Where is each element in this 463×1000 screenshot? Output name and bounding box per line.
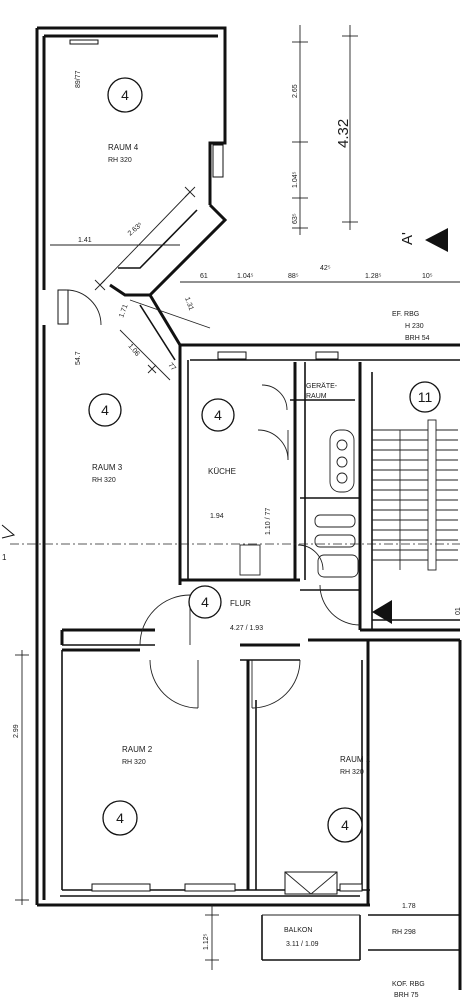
dim-432: 4.32 (335, 119, 352, 148)
annotation-labels: EF. RBG H 230 BRH 54 RH 298 KOF. RBG BRH… (2, 232, 430, 999)
dim-63: 63⁵ (292, 213, 299, 224)
section-a-arrow (425, 228, 448, 252)
window-raum4-top (69, 39, 99, 45)
room-number-circles: 4 4 4 4 4 4 11 (88, 77, 441, 843)
room-circle-kueche (201, 398, 235, 432)
door-raum2 (149, 659, 199, 709)
room-number-raum3: 4 (101, 402, 109, 418)
label-raum1: RAUM 1 (340, 755, 371, 764)
dim-547: 54.7 (75, 351, 82, 365)
dim-131: 1.31 (183, 296, 194, 311)
label-raum4: RAUM 4 (108, 143, 139, 152)
room-number-raum2: 4 (116, 810, 124, 826)
staircase (372, 419, 458, 571)
dim-77: 77 (166, 362, 176, 373)
dim-01: 01 (455, 607, 462, 615)
label-section-a: A' (399, 232, 416, 245)
dim-61: 61 (200, 273, 208, 280)
label-raum2: RAUM 2 (122, 745, 153, 754)
outer-walls (35, 26, 370, 907)
room-circle-raum4 (107, 77, 143, 113)
label-geraeteraum-1: GERÄTE- (306, 382, 338, 390)
dim-110: 1.10 / 77 (265, 508, 272, 535)
room-circle-raum3 (88, 393, 122, 427)
label-section-1: 1 (2, 553, 7, 562)
label-kueche: KÜCHE (208, 467, 236, 476)
size-flur: 4.27 / 1.93 (230, 625, 263, 632)
label-brh75: BRH 75 (394, 992, 419, 999)
window-kitchen-top (217, 351, 247, 360)
window-raum2-bottom (91, 883, 151, 892)
stair-circle (409, 381, 441, 413)
label-balkon: BALKON (284, 927, 312, 934)
dim-194: 1.94 (210, 513, 224, 520)
dim-104: 1.04⁵ (292, 171, 299, 188)
room-labels: RAUM 4 RH 320 RAUM 3 RH 320 KÜCHE GERÄTE… (92, 143, 371, 948)
label-kof-rbg: KOF. RBG (392, 981, 425, 988)
room-circle-flur (188, 585, 222, 619)
label-geraeteraum-2: RAUM (306, 393, 327, 400)
section-arrow-2 (372, 600, 392, 624)
door-raum3 (65, 289, 102, 326)
section-line (1, 228, 460, 624)
door-stair (319, 584, 361, 626)
dim-88: 88⁵ (288, 273, 299, 280)
room-circle-raum1 (327, 807, 363, 843)
kitchen-counter (239, 544, 261, 576)
window-raum2-bottom-2 (184, 883, 236, 892)
dim-171: 1.71 (118, 303, 129, 318)
dim-8977: 89/77 (75, 70, 82, 88)
room-number-flur: 4 (201, 594, 209, 610)
dimension-labels: 4.32 2.65 1.04⁵ 63⁵ 1.41 2.63⁵ 1.71 1.31… (13, 70, 462, 950)
dim-178: 1.78 (402, 903, 416, 910)
height-raum4: RH 320 (108, 157, 132, 164)
label-ef-rbg: EF. RBG (392, 311, 419, 318)
stair-number: 11 (418, 389, 433, 405)
dim-10: 10⁵ (422, 273, 433, 280)
label-brh54: BRH 54 (405, 335, 430, 342)
room-circle-raum2 (102, 800, 138, 836)
room-number-raum4: 4 (121, 87, 129, 103)
door-raum1 (251, 659, 301, 709)
label-rh298: RH 298 (392, 929, 416, 936)
label-flur: FLUR (230, 599, 251, 608)
window-bath-top (315, 351, 339, 360)
door-flur-left (139, 594, 191, 646)
height-raum3: RH 320 (92, 477, 116, 484)
dim-112: 1.12⁵ (203, 933, 210, 950)
door-geraeteraum (261, 384, 288, 411)
bathroom-fixtures (239, 429, 359, 578)
windows (57, 39, 363, 895)
dim-128: 1.28⁵ (365, 273, 382, 280)
dim-265: 2.65 (292, 84, 299, 98)
dim-263: 2.63⁵ (127, 221, 144, 237)
dim-42: 42⁵ (320, 265, 331, 272)
stair-well (427, 419, 437, 571)
window-raum3-left (57, 289, 69, 325)
bathtub (329, 429, 355, 493)
label-h230: H 230 (405, 323, 424, 330)
window-raum1-bottom (339, 883, 363, 892)
dim-141: 1.41 (78, 237, 92, 244)
label-raum3: RAUM 3 (92, 463, 123, 472)
window-raum4-right (212, 144, 224, 178)
shower (317, 554, 359, 578)
dim-106: 1.06 (126, 343, 140, 358)
wc (314, 534, 356, 548)
height-raum1: RH 320 (340, 769, 364, 776)
door-kitchen (257, 429, 289, 461)
height-raum2: RH 320 (122, 759, 146, 766)
size-balkon: 3.11 / 1.09 (286, 941, 319, 948)
dim-104b: 1.04⁵ (237, 273, 254, 280)
dimension-lines (15, 25, 460, 970)
sink (314, 514, 356, 528)
doors (65, 289, 361, 709)
room-number-raum1: 4 (341, 817, 349, 833)
door-bath (297, 544, 324, 571)
balcony-door (284, 871, 338, 895)
room-number-kueche: 4 (214, 407, 222, 423)
dim-299: 2.99 (13, 724, 20, 738)
